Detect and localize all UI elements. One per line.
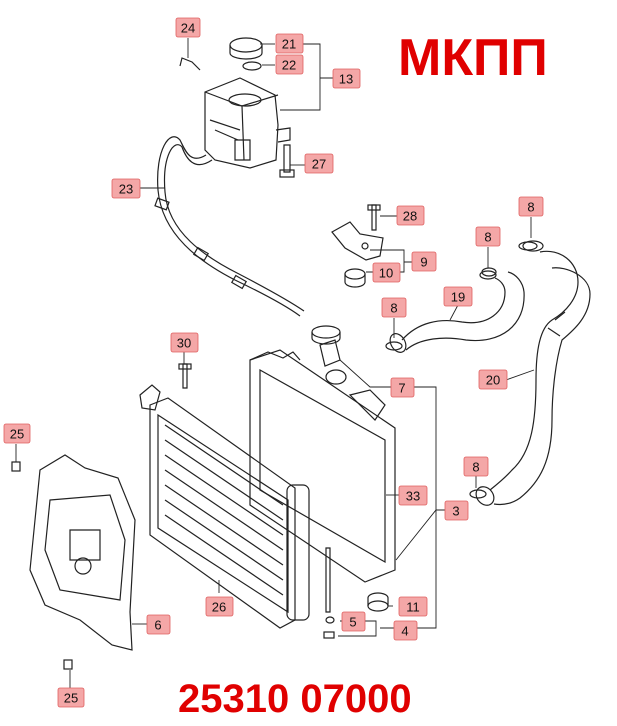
svg-text:21: 21 [282,37,296,52]
leader-lines [15,38,535,688]
svg-text:22: 22 [282,58,296,73]
svg-text:5: 5 [349,615,356,630]
svg-text:4: 4 [401,624,408,639]
clamp-8d [469,489,487,499]
overflow-hose [154,136,305,317]
clamp-8b [479,270,497,280]
callout-6: 6 [146,614,171,635]
callout-27: 27 [304,153,334,174]
svg-text:8: 8 [484,230,491,245]
svg-text:28: 28 [403,209,417,224]
svg-text:26: 26 [212,600,226,615]
callout-19: 19 [443,286,473,307]
under-shield [11,454,136,670]
callout-7: 7 [390,377,415,398]
svg-text:8: 8 [527,200,534,215]
callout-30: 30 [170,332,199,353]
svg-text:27: 27 [312,157,326,172]
callout-11: 11 [398,596,428,617]
svg-text:6: 6 [154,618,161,633]
footer-code: 25310 07000 [178,677,412,721]
callout-3: 3 [444,500,469,521]
bolt-27 [279,144,295,178]
callout-8-left: 8 [381,297,407,318]
callout-13: 13 [332,68,361,89]
callout-4: 4 [393,620,418,641]
callout-20: 20 [478,369,508,390]
callout-23: 23 [111,178,141,199]
svg-text:24: 24 [181,21,195,36]
lower-hose-20 [475,240,591,506]
callout-28: 28 [396,205,425,226]
header-text: МКПП [398,29,548,87]
callout-8-lower: 8 [463,456,489,477]
svg-text:33: 33 [406,489,420,504]
svg-text:23: 23 [119,182,133,197]
callout-24: 24 [175,17,201,38]
clamp-8a [518,241,538,251]
callout-21: 21 [275,33,304,54]
clamp-8c [385,341,403,351]
callout-22: 22 [275,54,304,75]
svg-text:20: 20 [486,373,500,388]
svg-text:25: 25 [64,691,78,706]
callout-25-lower: 25 [57,687,85,708]
svg-text:3: 3 [452,504,459,519]
svg-text:11: 11 [406,600,420,615]
callout-8-upper: 8 [475,226,501,247]
callout-8-top-right: 8 [518,196,544,217]
svg-text:13: 13 [339,72,353,87]
upper-hose-19 [389,267,525,353]
callout-25-upper: 25 [3,423,31,444]
svg-text:10: 10 [379,266,393,281]
callout-33: 33 [398,485,428,506]
svg-text:19: 19 [451,290,465,305]
callout-9: 9 [411,251,437,272]
svg-text:9: 9 [420,255,427,270]
condenser [139,363,310,629]
svg-text:7: 7 [398,381,405,396]
callout-10: 10 [372,262,401,283]
reservoir-tank [179,37,291,169]
bracket-9 [331,204,384,288]
callout-26: 26 [205,596,234,617]
callout-5: 5 [341,611,366,632]
radiator [249,325,396,639]
svg-text:8: 8 [472,460,479,475]
svg-text:25: 25 [10,427,24,442]
svg-text:8: 8 [390,301,397,316]
svg-text:30: 30 [177,336,191,351]
